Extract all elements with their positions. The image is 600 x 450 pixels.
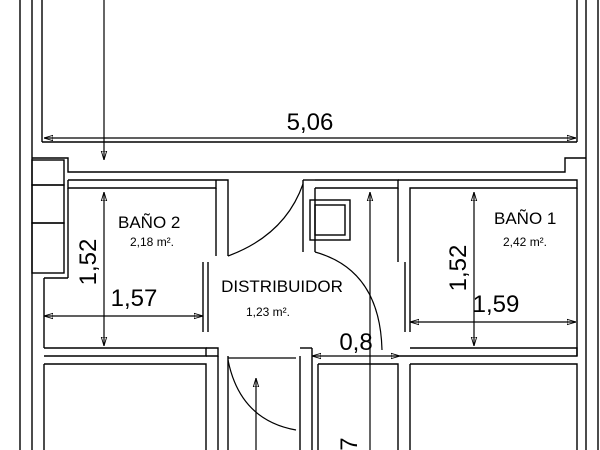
dimension-bano1-height: 1,52: [445, 245, 472, 292]
left-shaft-box-low: [31, 222, 65, 274]
dimension-bano2-width: 1,57: [111, 285, 158, 312]
room-name-bano1: BAÑO 1: [494, 209, 556, 228]
dimension-corridor-width: 0,8: [339, 329, 372, 356]
closet-wall-top: [315, 179, 399, 189]
lower-right-room-top: [410, 363, 578, 450]
left-shaft-box-top: [31, 159, 65, 186]
door-swing-corridor[interactable]: [227, 359, 297, 431]
lower-mid-room-top: [318, 363, 399, 450]
top-room-wall-bottom-outer: [32, 157, 586, 173]
lower-left-room-top: [44, 363, 207, 450]
door-swing-bano2[interactable]: [227, 183, 304, 257]
door-swing-bano1[interactable]: [314, 251, 383, 351]
bano2-wall-bottom: [44, 347, 207, 357]
fixture-box-outer: [309, 199, 351, 241]
room-name-distribuidor: DISTRIBUIDOR: [221, 277, 343, 296]
dimension-bano1-width: 1,59: [473, 291, 520, 318]
room-area-distribuidor: 1,23 m².: [246, 305, 290, 319]
fixture-box-inner: [314, 204, 346, 236]
dimension-partial-bottom: 7: [336, 437, 363, 450]
doors: [227, 183, 383, 431]
bano2-right-wall-lower: [206, 347, 219, 357]
dimension-total-width: 5,06: [287, 109, 334, 136]
bano2-right-wall-upper: [216, 179, 229, 256]
room-area-bano2: 2,18 m².: [130, 235, 174, 249]
dimension-bano2-height: 1,52: [75, 239, 102, 286]
left-shaft-box-mid: [31, 184, 65, 224]
bano1-wall-bottom: [400, 347, 578, 357]
room-name-bano2: BAÑO 2: [118, 213, 180, 232]
walls: [19, 0, 599, 450]
room-area-bano1: 2,42 m².: [503, 235, 547, 249]
dimension-lines: [44, 0, 576, 450]
bano2-wall-top: [67, 180, 217, 189]
